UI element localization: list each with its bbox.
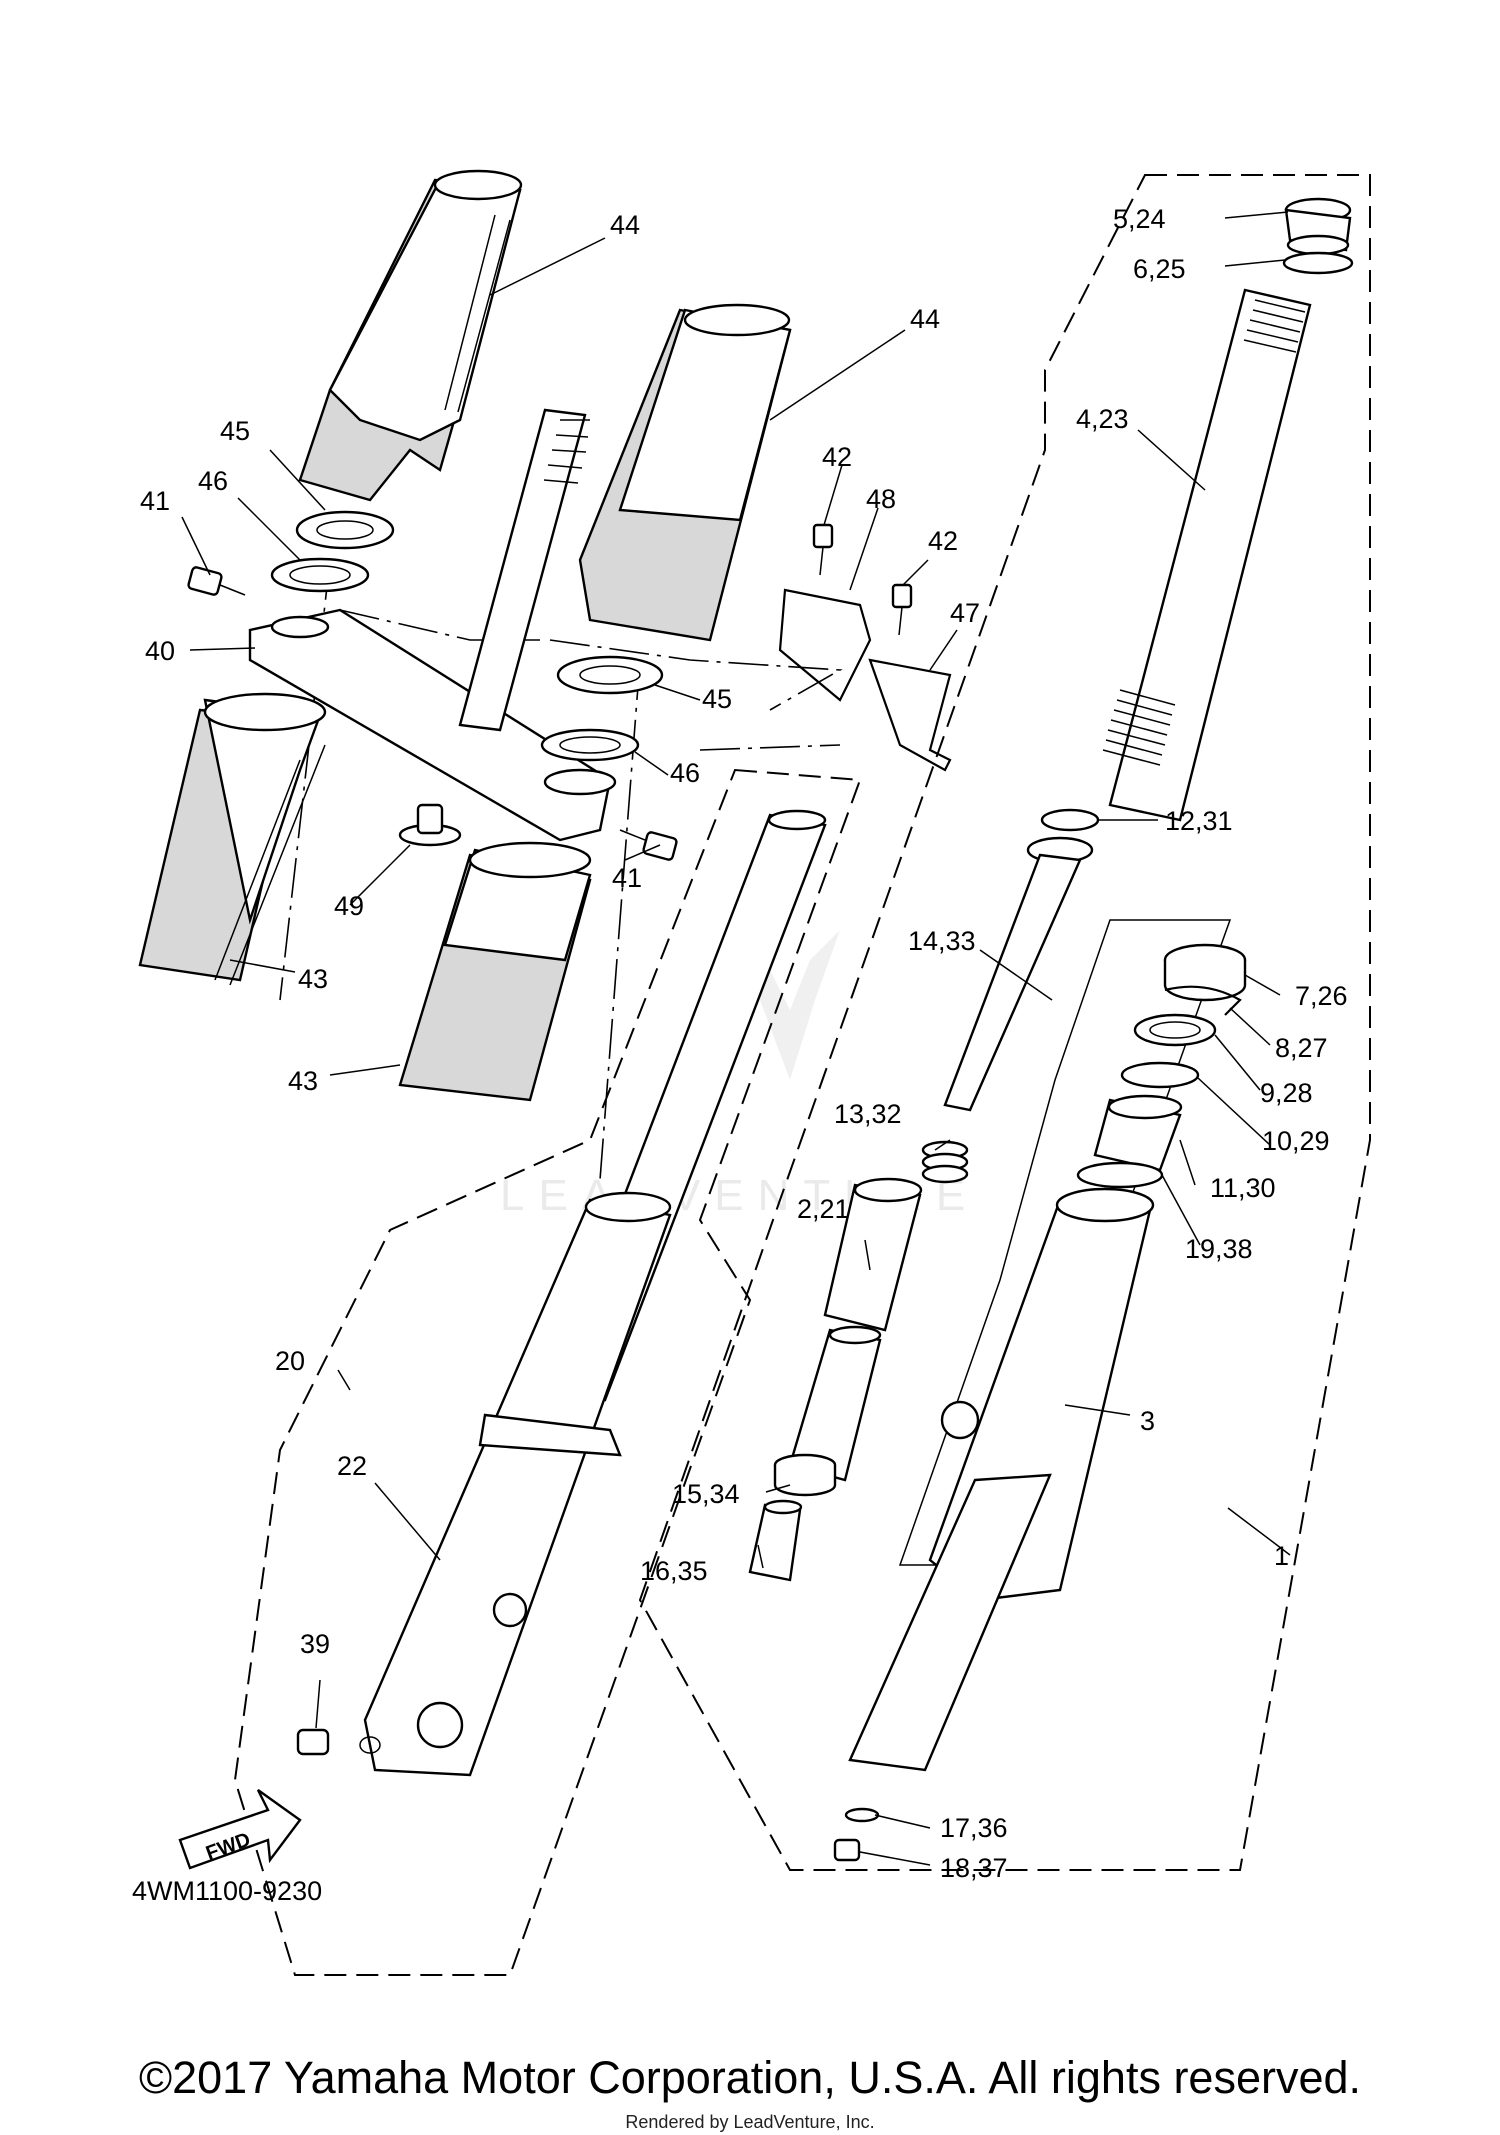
callout-20: 20 [275,1346,305,1376]
fork-cover-44-right [578,303,792,642]
callout-46-right: 46 [670,758,700,788]
bolt-39 [296,1728,381,1756]
callout-42-left: 42 [822,442,852,472]
collar-49 [398,803,462,847]
bolt-41-right [619,829,678,861]
callout-17-36: 17,36 [940,1813,1008,1843]
callout-19-38: 19,38 [1185,1234,1253,1264]
washer-46-left [270,557,370,593]
callout-16-35: 16,35 [640,1556,708,1586]
bolt-41-left [187,566,246,596]
outer-tube-3 [848,1187,1155,1772]
callout-2-21: 2,21 [797,1194,850,1224]
callout-13-32: 13,32 [834,1099,902,1129]
callout-1: 1 [1274,1541,1289,1571]
callout-48: 48 [866,484,896,514]
diagram-code: 4WM1100-9230 [132,1876,322,1906]
callout-10-29: 10,29 [1262,1126,1330,1156]
fork-seal-45-right [556,655,664,695]
fork-cover-43-left [138,692,327,986]
callout-47: 47 [950,598,980,628]
callout-45-left: 45 [220,416,250,446]
oil-lock-piece-16-35 [748,1499,803,1582]
o-ring-6-25 [1282,251,1354,275]
callout-42-right: 42 [928,526,958,556]
cap-bolt-5-24 [1284,197,1352,256]
callout-6-25: 6,25 [1133,254,1186,284]
leader-lines [181,211,1291,1866]
damper-body [788,1325,882,1482]
fork-cover-43-right [398,841,592,1102]
callout-43-right: 43 [288,1066,318,1096]
oil-seal-7-26 [1163,943,1247,1002]
callout-7-26: 7,26 [1295,981,1348,1011]
callout-39: 39 [300,1629,330,1659]
washer-17-36 [844,1807,880,1823]
damper-group-boundary [898,919,1232,1566]
bushing-11-30 [1093,1094,1183,1172]
centerline-lower [699,744,841,751]
callout-40: 40 [145,636,175,666]
ring-12-31 [1040,808,1100,832]
callout-4-23: 4,23 [1076,404,1129,434]
callout-41-right: 41 [612,863,642,893]
callout-41-left: 41 [140,486,170,516]
washer-46-right [540,728,640,762]
cylinder-2-21 [823,1177,923,1332]
damper-rod-14-33 [943,836,1094,1112]
outer-tube-22 [363,1191,672,1777]
bolt-42-right [891,583,913,636]
callout-3: 3 [1140,1406,1155,1436]
callout-46-left: 46 [198,466,228,496]
fwd-arrow-icon: FWD [178,1789,302,1870]
bolt-42-left [812,523,834,576]
fork-seal-45-left [295,510,395,550]
callout-44-left: 44 [610,210,640,240]
callout-15-34: 15,34 [672,1479,740,1509]
rendered-by-note: Rendered by LeadVenture, Inc. [625,2112,875,2132]
dust-seal-9-28 [1133,1013,1217,1047]
clip-8-27 [1164,985,1242,1016]
copyright-notice: ©2017 Yamaha Motor Corporation, U.S.A. A… [138,2052,1362,2103]
cable-guide-48 [778,588,872,702]
callout-labels: 44 44 45 46 41 40 42 48 42 47 45 46 41 4… [132,204,1348,1906]
callout-18-37: 18,37 [940,1853,1008,1883]
callout-49: 49 [334,891,364,921]
outer-tube-assembly-boundary [638,174,1371,1871]
callout-9-28: 9,28 [1260,1078,1313,1108]
washer-10-29 [1120,1061,1200,1089]
callout-44-right: 44 [910,304,940,334]
o-ring-19-38 [1076,1161,1164,1189]
fork-cover-44-left [298,169,523,502]
left-leg-assembly-boundary [233,768,862,1976]
callout-11-30: 11,30 [1210,1173,1276,1203]
spring-13-32 [921,1140,969,1184]
callout-14-33: 14,33 [908,926,976,956]
callout-22: 22 [337,1451,367,1481]
spacer-4-23 [1102,288,1312,822]
under-bracket-40 [248,408,617,842]
centerline-middle [549,639,843,711]
piston-ring-15-34 [773,1453,837,1497]
callout-43-left: 43 [298,964,328,994]
callout-8-27: 8,27 [1275,1033,1328,1063]
callout-5-24: 5,24 [1113,204,1166,234]
cable-guide-47 [868,658,952,772]
callout-12-31: 12,31 [1165,806,1233,836]
callout-45-right: 45 [702,684,732,714]
bolt-18-37 [833,1838,861,1862]
